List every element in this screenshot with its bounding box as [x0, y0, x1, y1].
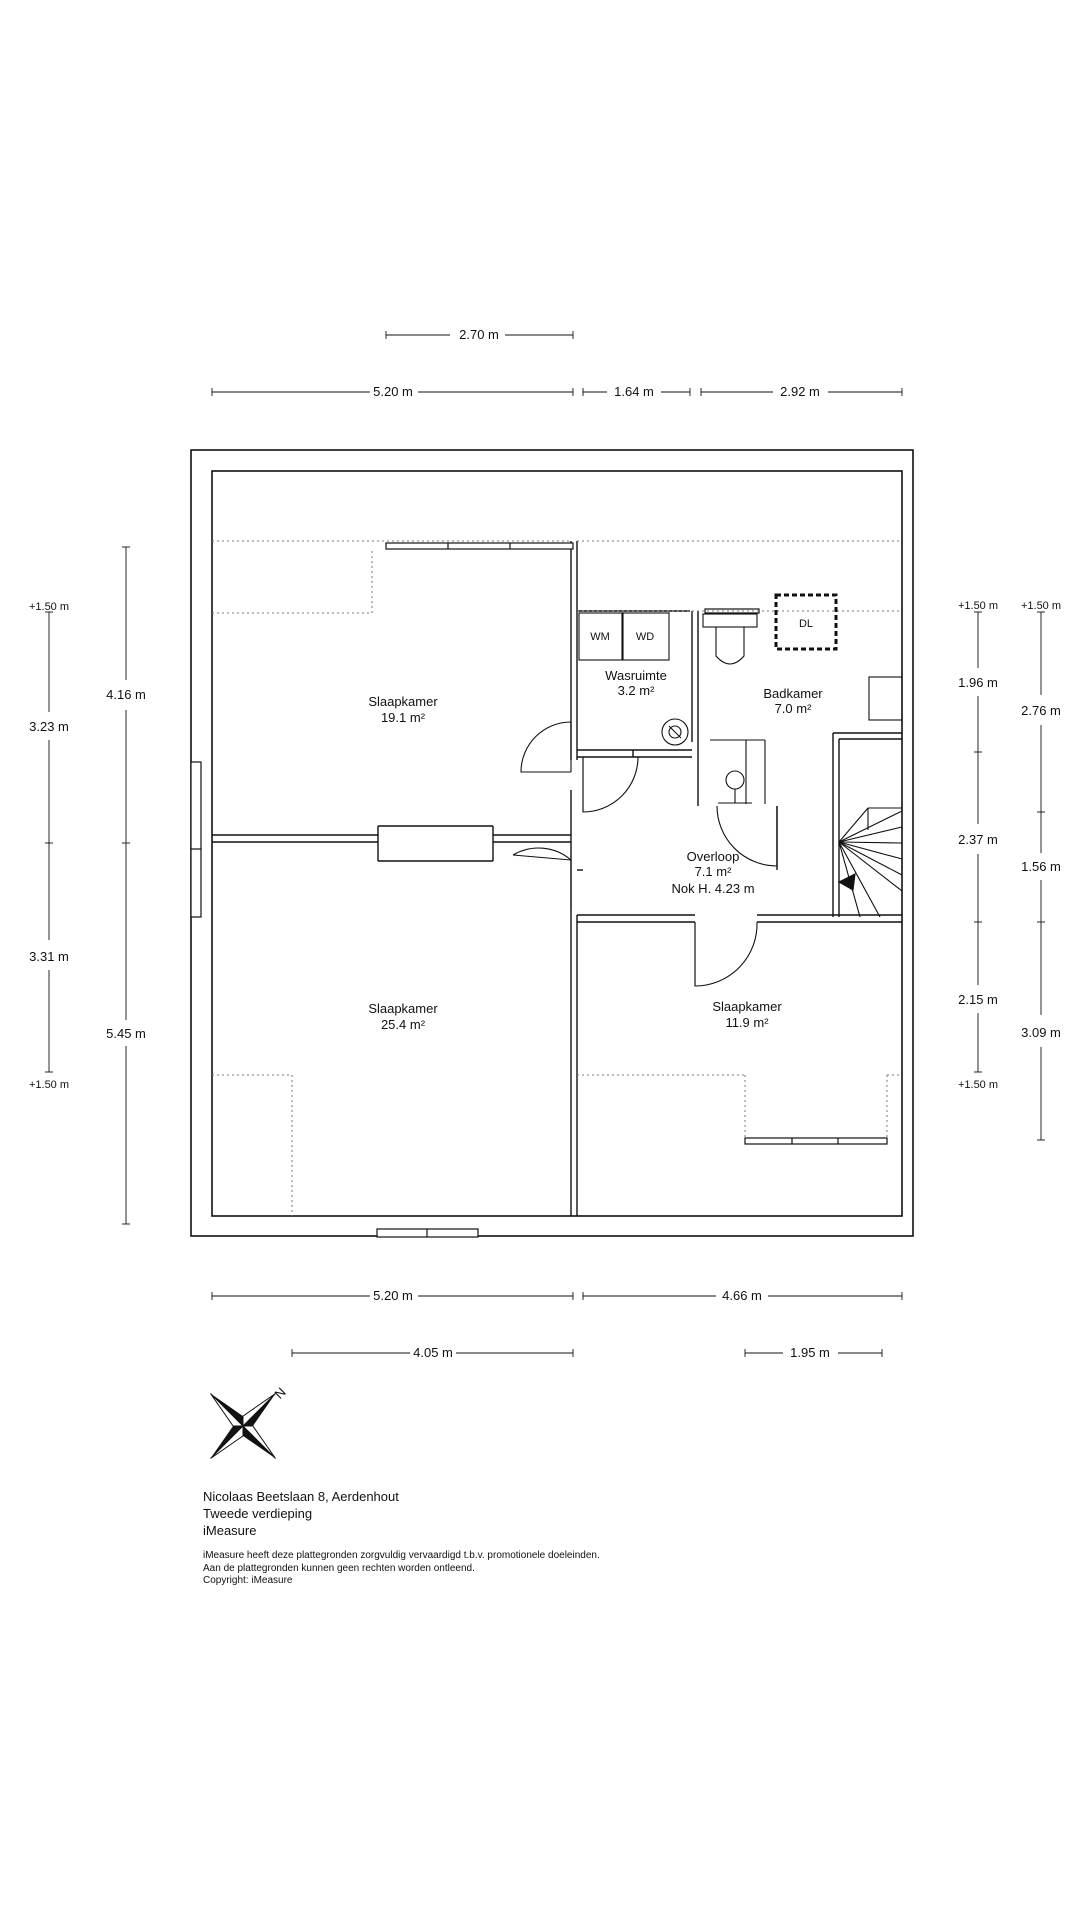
dim-right-2-37: 2.37 m: [958, 832, 998, 847]
room-name-slaapkamer-sw: Slaapkamer: [368, 1001, 438, 1016]
window-west-lower: [190, 848, 202, 918]
dim-bottom-1-95: 1.95 m: [790, 1345, 830, 1360]
room-name-badkamer: Badkamer: [763, 686, 823, 701]
window-west-upper: [190, 761, 202, 851]
compass-north-letter: N: [272, 1385, 289, 1402]
dim-right-2-76: 2.76 m: [1021, 703, 1061, 718]
room-area-overloop: 7.1 m²: [695, 864, 733, 879]
dim-left-3-23: 3.23 m: [29, 719, 69, 734]
room-note-overloop: Nok H. 4.23 m: [671, 881, 754, 896]
footer-floor: Tweede verdieping: [203, 1506, 313, 1521]
staircase: [837, 807, 903, 918]
dim-left-5-45: 5.45 m: [106, 1026, 146, 1041]
outer-walls: [190, 449, 914, 1237]
dim-top-2-70: 2.70 m: [459, 327, 499, 342]
dim-right-height-top-b: +1.50 m: [1021, 600, 1061, 612]
room-name-slaapkamer-se: Slaapkamer: [712, 999, 782, 1014]
boiler-icon: [661, 718, 689, 746]
dim-top-2-92: 2.92 m: [780, 384, 820, 399]
fixtures: [578, 593, 903, 918]
doors: [512, 721, 778, 987]
dim-top-5-20: 5.20 m: [373, 384, 413, 399]
dim-bottom-5-20: 5.20 m: [373, 1288, 413, 1303]
room-area-badkamer: 7.0 m²: [775, 701, 813, 716]
footer-company: iMeasure: [203, 1523, 257, 1538]
window-se: [744, 1137, 888, 1145]
skylight: [774, 593, 838, 651]
dim-right-1-56: 1.56 m: [1021, 859, 1061, 874]
footer-address: Nicolaas Beetslaan 8, Aerdenhout: [203, 1489, 399, 1504]
dim-left-height-bottom: +1.50 m: [29, 1079, 69, 1091]
footer-disclaimer-2: Aan de plattegronden kunnen geen rechten…: [203, 1562, 475, 1574]
footer-copyright: Copyright: iMeasure: [203, 1575, 293, 1586]
room-name-slaapkamer-nw: Slaapkamer: [368, 694, 438, 709]
dim-top-1-64: 1.64 m: [614, 384, 654, 399]
room-name-wasruimte: Wasruimte: [605, 668, 667, 683]
dim-right-3-09: 3.09 m: [1021, 1025, 1061, 1040]
dim-bottom-4-66: 4.66 m: [722, 1288, 762, 1303]
dim-right-2-15: 2.15 m: [958, 992, 998, 1007]
footer-address-block: Nicolaas Beetslaan 8, Aerdenhout Tweede …: [203, 1488, 399, 1539]
bathroom-cabinet: [868, 676, 903, 721]
room-area-slaapkamer-se: 11.9 m²: [725, 1015, 769, 1030]
dim-right-height-bottom: +1.50 m: [958, 1079, 998, 1091]
interior-walls: [212, 541, 902, 1216]
room-name-overloop: Overloop: [687, 849, 740, 864]
dim-right-height-top-a: +1.50 m: [958, 600, 998, 612]
dimension-lines: [45, 331, 1045, 1357]
washing-machine: [578, 612, 623, 661]
footer-disclaimer-block: iMeasure heeft deze plattegronden zorgvu…: [203, 1550, 600, 1588]
room-labels: Slaapkamer 19.1 m² Slaapkamer 25.4 m² Sl…: [368, 618, 823, 1032]
dryer: [622, 612, 670, 661]
toilet: [702, 613, 758, 628]
fixture-label-wd: WD: [636, 631, 654, 643]
window-top-left: [385, 542, 574, 550]
room-area-slaapkamer-sw: 25.4 m²: [381, 1017, 426, 1032]
footer-disclaimer-1: iMeasure heeft deze plattegronden zorgvu…: [203, 1550, 600, 1561]
dimension-labels: 2.70 m 5.20 m 1.64 m 2.92 m 5.20 m 4.66 …: [29, 327, 1061, 1360]
room-area-slaapkamer-nw: 19.1 m²: [381, 710, 426, 725]
dim-bottom-4-05: 4.05 m: [413, 1345, 453, 1360]
ceiling-height-lines: [212, 540, 902, 1216]
dim-left-4-16: 4.16 m: [106, 687, 146, 702]
dim-right-1-96: 1.96 m: [958, 675, 998, 690]
windows: [190, 542, 888, 1238]
dim-left-height-top: +1.50 m: [29, 601, 69, 613]
dim-left-3-31: 3.31 m: [29, 949, 69, 964]
compass-icon: [210, 1393, 276, 1459]
fixture-label-wm: WM: [590, 631, 610, 643]
fixture-label-dl: DL: [799, 618, 813, 630]
room-area-wasruimte: 3.2 m²: [618, 683, 656, 698]
sink-icon: [725, 770, 745, 790]
